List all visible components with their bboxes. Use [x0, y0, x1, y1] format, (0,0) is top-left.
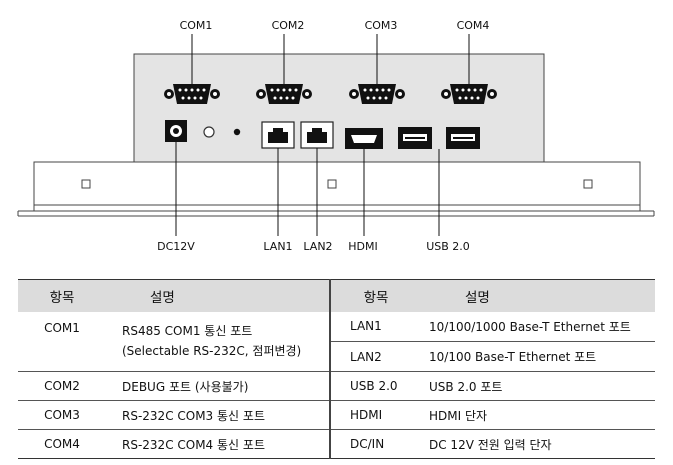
reset-hole — [233, 128, 241, 136]
row-item: DC/IN — [331, 429, 421, 459]
table-row: COM2 DEBUG 포트 (사용불가) — [18, 371, 329, 401]
com1-connector — [164, 84, 220, 104]
row-item: COM4 — [18, 429, 106, 459]
row-desc: 10/100 Base-T Ethernet 포트 — [421, 341, 655, 372]
com3-label: COM3 — [365, 19, 398, 32]
dc12v-label: DC12V — [157, 240, 195, 253]
usb-port-2 — [446, 127, 480, 149]
table-row: USB 2.0 USB 2.0 포트 — [331, 371, 655, 401]
hdmi-label: HDMI — [348, 240, 377, 253]
io-panel — [133, 53, 545, 163]
row-item: USB 2.0 — [331, 371, 421, 401]
left-header-desc: 설명 — [150, 289, 175, 306]
row-desc: 10/100/1000 Base-T Ethernet 포트 — [421, 311, 655, 342]
mount-hole-center — [327, 179, 337, 189]
com2-label: COM2 — [272, 19, 305, 32]
row-desc-line1: RS485 COM1 통신 포트 — [122, 323, 253, 338]
chassis-body — [33, 161, 641, 206]
row-desc: RS-232C COM3 통신 포트 — [106, 400, 329, 430]
hdmi-port — [345, 128, 383, 149]
lan1-label: LAN1 — [263, 240, 292, 253]
table-row: COM1 RS485 COM1 통신 포트 (Selectable RS-232… — [18, 311, 329, 372]
row-desc: USB 2.0 포트 — [421, 371, 655, 401]
row-item: COM2 — [18, 371, 106, 401]
table-row: HDMI HDMI 단자 — [331, 400, 655, 430]
table-row: LAN2 10/100 Base-T Ethernet 포트 — [331, 341, 655, 372]
led-indicator — [203, 126, 215, 138]
table-divider — [329, 279, 331, 459]
right-header-item: 항목 — [363, 289, 389, 306]
row-desc-line2: (Selectable RS-232C, 점퍼변경) — [122, 343, 302, 358]
com4-label: COM4 — [457, 19, 490, 32]
row-desc: DEBUG 포트 (사용불가) — [106, 371, 329, 401]
row-item: COM1 — [18, 311, 106, 372]
row-item: LAN2 — [331, 341, 421, 372]
row-item: LAN1 — [331, 311, 421, 342]
rear-panel-diagram: COM1 COM2 COM3 COM4 DC12V LAN1 LAN2 HDMI… — [17, 19, 655, 253]
com-connectors — [164, 84, 497, 104]
mount-hole-left — [81, 179, 91, 189]
row-item: HDMI — [331, 400, 421, 430]
table-row: COM4 RS-232C COM4 통신 포트 — [18, 429, 329, 459]
com2-connector — [256, 84, 312, 104]
lan2-label: LAN2 — [303, 240, 332, 253]
lan2-port — [300, 121, 334, 149]
left-header-item: 항목 — [49, 289, 75, 306]
lan1-port — [261, 121, 295, 149]
mount-hole-right — [583, 179, 593, 189]
row-desc: DC 12V 전원 입력 단자 — [421, 429, 655, 459]
row-desc: HDMI 단자 — [421, 400, 655, 430]
left-table-header: 항목 설명 — [18, 279, 329, 312]
right-header-desc: 설명 — [465, 289, 490, 306]
com4-connector — [441, 84, 497, 104]
usb-port-1 — [398, 127, 432, 149]
usb-label: USB 2.0 — [426, 240, 470, 253]
row-desc: RS-232C COM4 통신 포트 — [106, 429, 329, 459]
com3-connector — [349, 84, 405, 104]
table-row: LAN1 10/100/1000 Base-T Ethernet 포트 — [331, 311, 655, 342]
com1-label: COM1 — [180, 19, 213, 32]
row-item: COM3 — [18, 400, 106, 430]
row-desc: RS485 COM1 통신 포트 (Selectable RS-232C, 점퍼… — [106, 311, 329, 372]
table-row: DC/IN DC 12V 전원 입력 단자 — [331, 429, 655, 459]
table-row: COM3 RS-232C COM3 통신 포트 — [18, 400, 329, 430]
right-spec-table: 항목 설명 LAN1 10/100/1000 Base-T Ethernet 포… — [331, 279, 655, 459]
left-spec-table: 항목 설명 COM1 RS485 COM1 통신 포트 (Selectable … — [18, 279, 329, 459]
right-table-header: 항목 설명 — [331, 279, 655, 312]
